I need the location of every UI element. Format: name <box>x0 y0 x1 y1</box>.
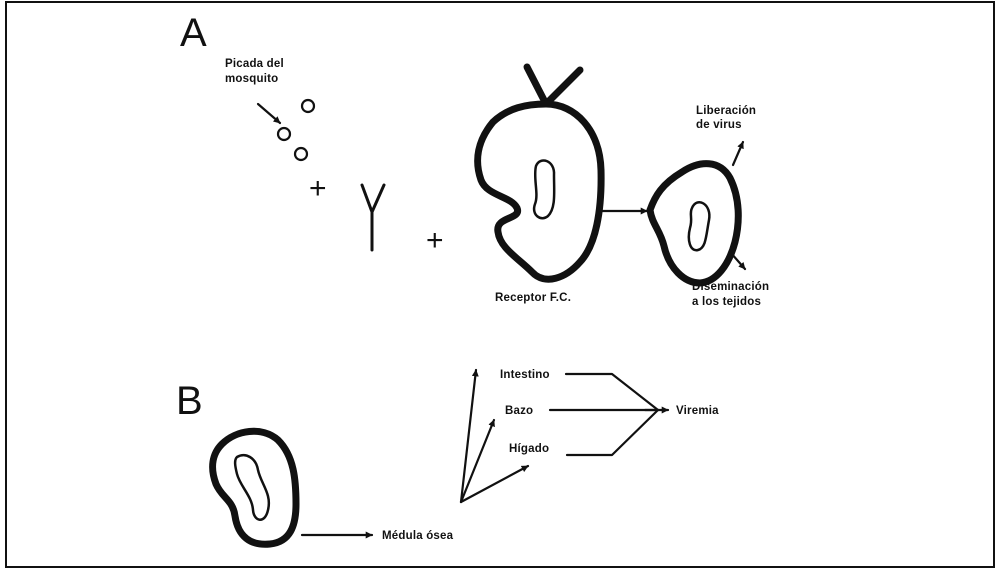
macrophage-cell-icon <box>478 104 601 279</box>
antibody-icon <box>362 185 384 250</box>
bone-marrow-label: Médula ósea <box>382 530 454 542</box>
fc-receptor-antibody-icon <box>527 67 580 104</box>
liver-connector <box>567 410 658 455</box>
arrow-to-liver <box>461 466 528 502</box>
intestine-connector <box>566 374 658 410</box>
virus-particle <box>295 148 307 160</box>
plus-sign-1: + <box>309 172 327 205</box>
tissue-spread-arrow <box>731 253 745 269</box>
panel-a-letter: A <box>180 11 207 55</box>
panel-b-letter: B <box>176 379 203 423</box>
receptor-label: Receptor F.C. <box>495 292 571 304</box>
mosquito-label: Picada del mosquito <box>225 58 287 85</box>
infected-cell-icon <box>650 164 738 283</box>
virus-release-label: Liberación de virus <box>696 105 760 131</box>
organ-label-spleen: Bazo <box>505 405 533 417</box>
plus-sign-2: + <box>426 224 444 257</box>
macrophage-cell-icon <box>213 431 296 544</box>
virus-particle <box>302 100 314 112</box>
virus-particle <box>278 128 290 140</box>
cell-nucleus-icon <box>689 202 710 250</box>
mosquito-arrow <box>258 104 280 123</box>
cell-nucleus-icon <box>235 455 269 520</box>
viremia-label: Viremia <box>676 405 719 417</box>
organ-label-liver: Hígado <box>509 443 549 455</box>
tissue-spread-label: Diseminación a los tejidos <box>692 281 773 308</box>
organ-label-intestine: Intestino <box>500 369 550 381</box>
cell-nucleus-icon <box>534 160 554 218</box>
virus-release-arrow <box>733 142 743 165</box>
